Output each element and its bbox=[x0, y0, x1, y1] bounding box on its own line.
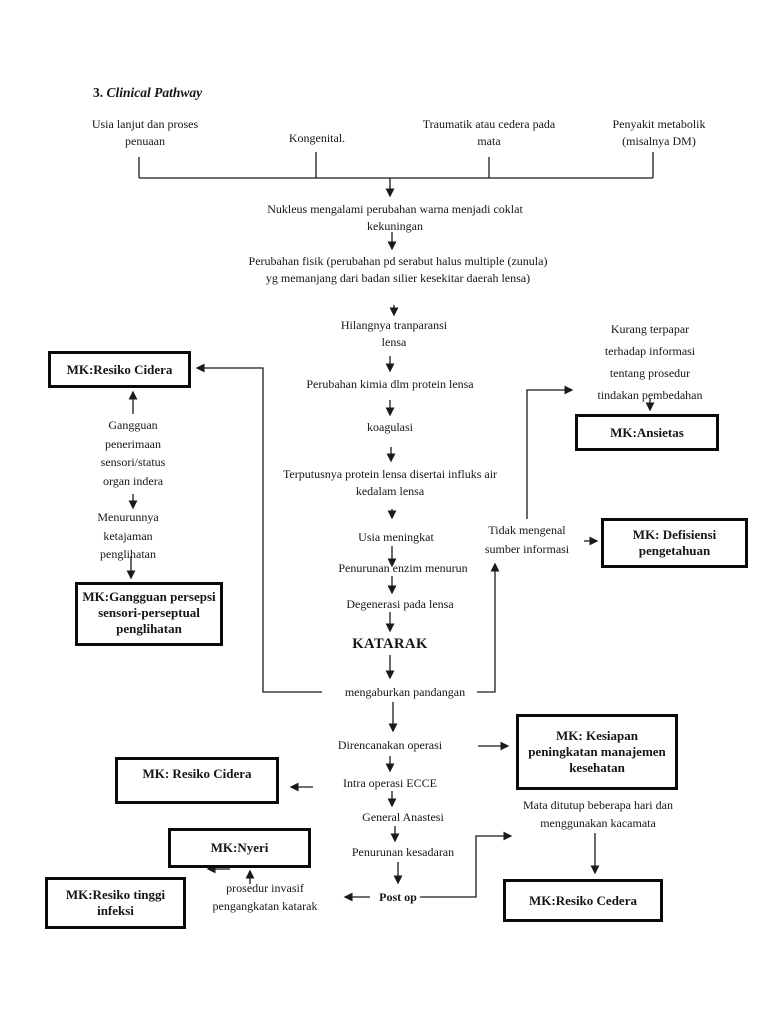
node-mengaburkan-pandangan: mengaburkan pandangan bbox=[344, 685, 466, 699]
node-penurunan-kesadaran: Penurunan kesadaran bbox=[351, 845, 455, 859]
node-cause-metabolik: Penyakit metabolik (misalnya DM) bbox=[612, 117, 706, 148]
mk-box-defisiensi-pengetahuan: MK: Defisiensi pengetahuan bbox=[601, 518, 748, 568]
mk-box-kesiapan-manajemen: MK: Kesiapan peningkatan manajemen keseh… bbox=[516, 714, 678, 790]
title-text: Clinical Pathway bbox=[106, 85, 203, 100]
title-number: 3. bbox=[93, 85, 104, 100]
node-terputusnya-protein: Terputusnya protein lensa disertai influ… bbox=[282, 467, 498, 498]
line-mengaburkan-to-tidak bbox=[477, 562, 500, 693]
page-title: 3. Clinical Pathway bbox=[93, 85, 202, 101]
node-hilangnya-transparansi: Hilangnya tranparansi lensa bbox=[340, 318, 448, 349]
node-cause-usia-lanjut: Usia lanjut dan proses penuaan bbox=[91, 117, 199, 148]
mk-box-ansietas: MK:Ansietas bbox=[575, 414, 719, 451]
mk-box-resiko-cidera-top: MK:Resiko Cidera bbox=[48, 351, 191, 388]
node-perubahan-kimia: Perubahan kimia dlm protein lensa bbox=[306, 377, 474, 391]
mk-box-gangguan-persepsi: MK:Gangguan persepsi sensori-perseptual … bbox=[75, 582, 223, 646]
node-katarak: KATARAK bbox=[352, 636, 428, 652]
mk-box-nyeri: MK:Nyeri bbox=[168, 828, 311, 868]
line-mengaburkan-to-cidera-top bbox=[195, 363, 322, 693]
node-usia-meningkat: Usia meningkat bbox=[358, 530, 434, 544]
node-nukleus: Nukleus mengalami perubahan warna menjad… bbox=[267, 202, 523, 233]
node-intra-operasi-ecce: Intra operasi ECCE bbox=[343, 776, 437, 790]
node-menurunnya-ketajaman: Menurunnya ketajaman penglihatan bbox=[97, 510, 159, 561]
line-postop-to-mata bbox=[420, 831, 513, 898]
node-tidak-mengenal: Tidak mengenal sumber informasi bbox=[484, 523, 570, 556]
mk-box-resiko-cidera-mid: MK: Resiko Cidera bbox=[115, 757, 279, 804]
node-koagulasi: koagulasi bbox=[367, 420, 413, 434]
node-gangguan-penerimaan: Gangguan penerimaan sensori/status organ… bbox=[100, 418, 166, 488]
line-tidak-to-kurang bbox=[526, 385, 574, 519]
node-kurang-terpapar: Kurang terpapar terhadap informasi tenta… bbox=[597, 322, 703, 402]
node-cause-traumatik: Traumatik atau cedera pada mata bbox=[422, 117, 556, 148]
node-direncanakan-operasi: Direncanakan operasi bbox=[337, 738, 443, 752]
node-general-anastesi: General Anastesi bbox=[362, 810, 444, 824]
node-prosedur-invasif: prosedur invasif pengangkatan katarak bbox=[212, 881, 318, 913]
node-degenerasi-lensa: Degenerasi pada lensa bbox=[346, 597, 454, 611]
node-perubahan-fisik: Perubahan fisik (perubahan pd serabut ha… bbox=[248, 254, 548, 285]
node-mata-ditutup: Mata ditutup beberapa hari dan menggunak… bbox=[523, 798, 673, 830]
node-cause-kongenital: Kongenital. bbox=[288, 131, 346, 145]
mk-box-resiko-tinggi-infeksi: MK:Resiko tinggi infeksi bbox=[45, 877, 186, 929]
node-penurunan-enzim: Penurunan enzim menurun bbox=[338, 561, 468, 575]
mk-box-resiko-cedera-bottom: MK:Resiko Cedera bbox=[503, 879, 663, 922]
node-post-op: Post op bbox=[379, 890, 417, 904]
